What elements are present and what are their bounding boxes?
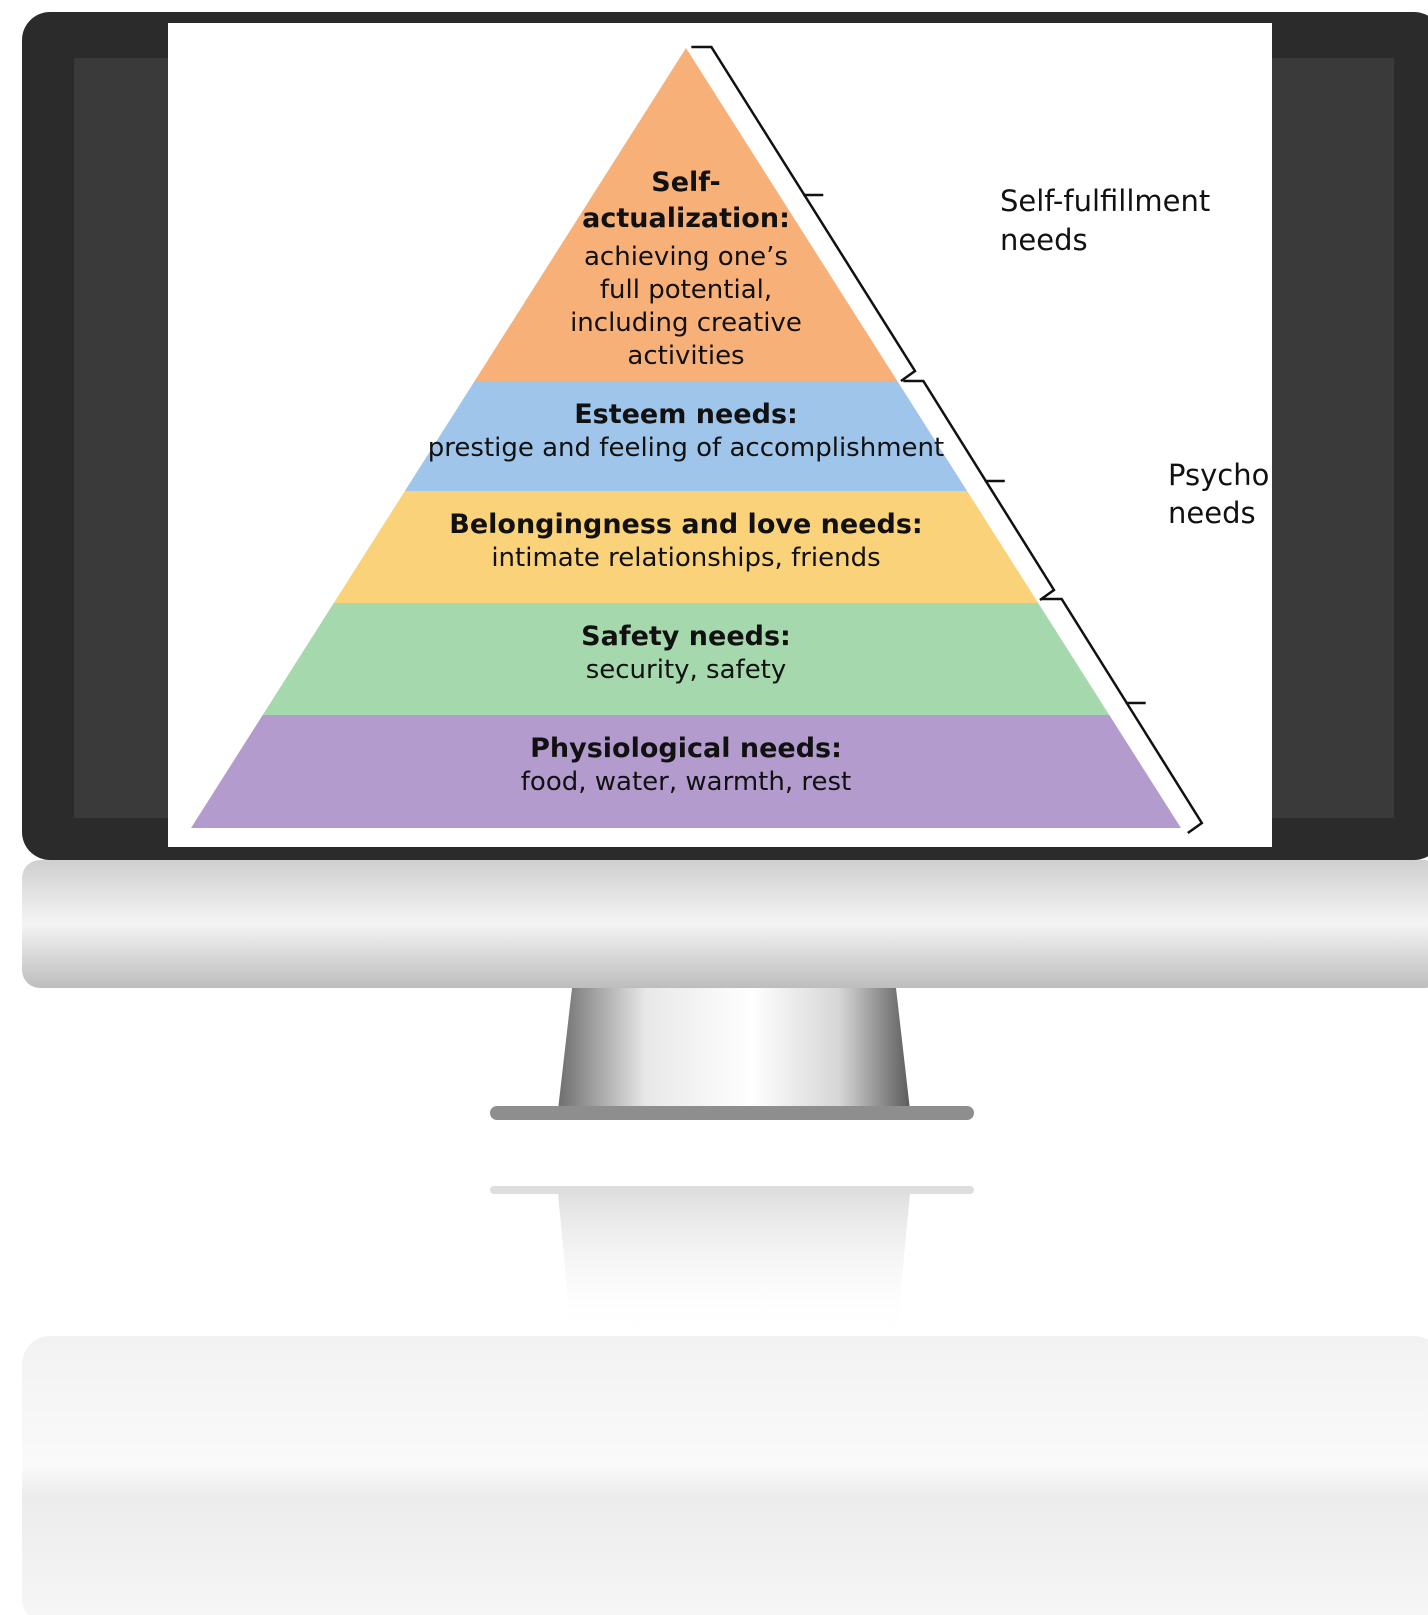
level-description: prestige and feeling of accomplishment — [428, 433, 944, 463]
group-brace — [903, 379, 1056, 602]
group-braces — [691, 45, 1204, 835]
monitor-chin — [22, 860, 1428, 988]
stand-reflection-base — [490, 1186, 974, 1194]
stand-reflection-neck — [558, 1194, 910, 1340]
level-title: Belongingness and love needs: — [449, 509, 922, 540]
group-brace — [1041, 597, 1204, 835]
pyramid-layers — [191, 48, 1181, 828]
pyramid-layer-self-actualization — [474, 48, 898, 381]
level-description: security, safety — [586, 655, 787, 685]
level-title: Safety needs: — [581, 621, 791, 652]
pyramid-layer-safety — [262, 603, 1110, 715]
level-title: Physiological needs: — [530, 733, 842, 764]
pyramid-layer-belongingness — [333, 491, 1039, 603]
group-brace — [691, 45, 917, 383]
level-description: full potential, — [600, 275, 772, 305]
level-title: Self- — [651, 167, 721, 198]
group-label: Psychological — [1168, 458, 1272, 492]
level-description: food, water, warmth, rest — [521, 767, 851, 797]
level-description: intimate relationships, friends — [491, 543, 880, 573]
group-label: needs — [1000, 223, 1088, 257]
level-title: actualization: — [582, 203, 790, 234]
level-title: Esteem needs: — [574, 399, 798, 430]
group-label: Self-fulfillment — [1000, 184, 1210, 218]
pyramid-layer-esteem — [404, 381, 968, 491]
level-description: achieving one’s — [584, 242, 788, 272]
group-labels: Self-fulfillmentneedsPsychologicalneedsB… — [1000, 184, 1272, 530]
monitor-stand-neck — [558, 988, 910, 1110]
level-description: including creative — [570, 308, 802, 338]
group-label: needs — [1168, 496, 1256, 530]
level-description: activities — [627, 341, 744, 371]
pyramid-layer-physiological — [191, 715, 1181, 828]
monitor-stand-base — [490, 1106, 974, 1120]
desk-surface — [22, 1336, 1428, 1615]
